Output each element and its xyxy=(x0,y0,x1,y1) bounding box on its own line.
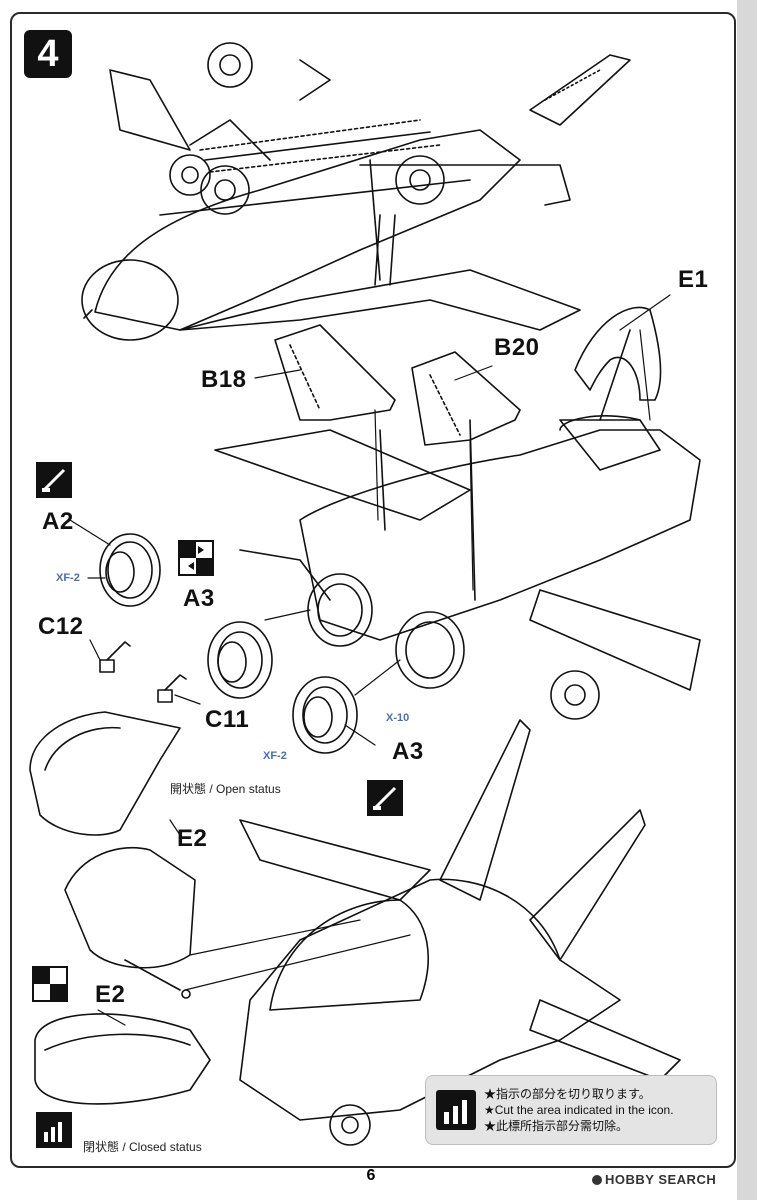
part-label-e2-open: E2 xyxy=(177,825,208,852)
page-number: 6 xyxy=(366,1167,376,1184)
paint-icon xyxy=(36,462,72,498)
watermark-text: HOBBY SEARCH xyxy=(605,1172,717,1187)
nozzle-a2-drawing xyxy=(99,533,161,607)
page-gutter xyxy=(737,0,757,1200)
part-label-b18: B18 xyxy=(201,366,247,393)
nozzle-a3-bottom-drawing xyxy=(292,676,358,754)
instruction-sheet xyxy=(10,12,736,1168)
strut-c11-drawing xyxy=(157,674,187,703)
watermark-logo-icon xyxy=(592,1175,602,1185)
canopy-e2-open-drawing xyxy=(29,711,181,836)
part-label-e1: E1 xyxy=(678,266,709,293)
part-label-a3-bottom: A3 xyxy=(392,738,424,765)
canopy-e2-lower-open-drawing xyxy=(64,846,196,999)
part-label-c11: C11 xyxy=(205,706,250,733)
fin-b18-drawing xyxy=(274,324,396,421)
aircraft-underside-drawing xyxy=(81,42,631,341)
color-code-x10: X-10 xyxy=(386,712,410,724)
part-label-a3-top: A3 xyxy=(183,585,215,612)
part-label-a2: A2 xyxy=(42,508,74,535)
watermark: HOBBY SEARCH xyxy=(592,1172,716,1187)
mirror-icon-lower xyxy=(32,966,68,1002)
open-status-caption: 開状態 / Open status xyxy=(170,782,281,796)
fin-b20-drawing xyxy=(411,351,521,446)
part-label-c12: C12 xyxy=(38,613,84,640)
note-line-ja: ★指示の部分を切り取ります。 xyxy=(484,1087,651,1101)
step-number-badge: 4 xyxy=(24,30,72,78)
part-label-b20: B20 xyxy=(494,334,540,361)
note-line-en: ★Cut the area indicated in the icon. xyxy=(484,1103,674,1117)
color-code-xf2-bottom: XF-2 xyxy=(263,750,287,762)
part-label-e2-closed: E2 xyxy=(95,981,126,1008)
strut-c12-drawing xyxy=(99,641,131,673)
closed-status-caption: 閉状態 / Closed status xyxy=(83,1140,202,1154)
aircraft-rear-drawing xyxy=(214,329,701,720)
paint-icon-lower xyxy=(367,780,403,816)
note-line-zh: ★此標所指示部分需切除。 xyxy=(484,1119,629,1133)
instruction-note: ★指示の部分を切り取ります。 ★Cut the area indicated i… xyxy=(425,1075,717,1145)
nozzle-a3-top-drawing xyxy=(207,621,273,699)
aircraft-front-drawing xyxy=(239,719,681,1146)
cut-icon-note xyxy=(436,1090,476,1130)
canopy-e2-closed-drawing xyxy=(34,1013,211,1105)
mirror-icon xyxy=(178,540,214,576)
canopy-e1-drawing xyxy=(574,306,662,401)
leader-lines xyxy=(69,294,671,1026)
cut-icon xyxy=(36,1112,72,1148)
color-code-xf2-top: XF-2 xyxy=(56,572,80,584)
